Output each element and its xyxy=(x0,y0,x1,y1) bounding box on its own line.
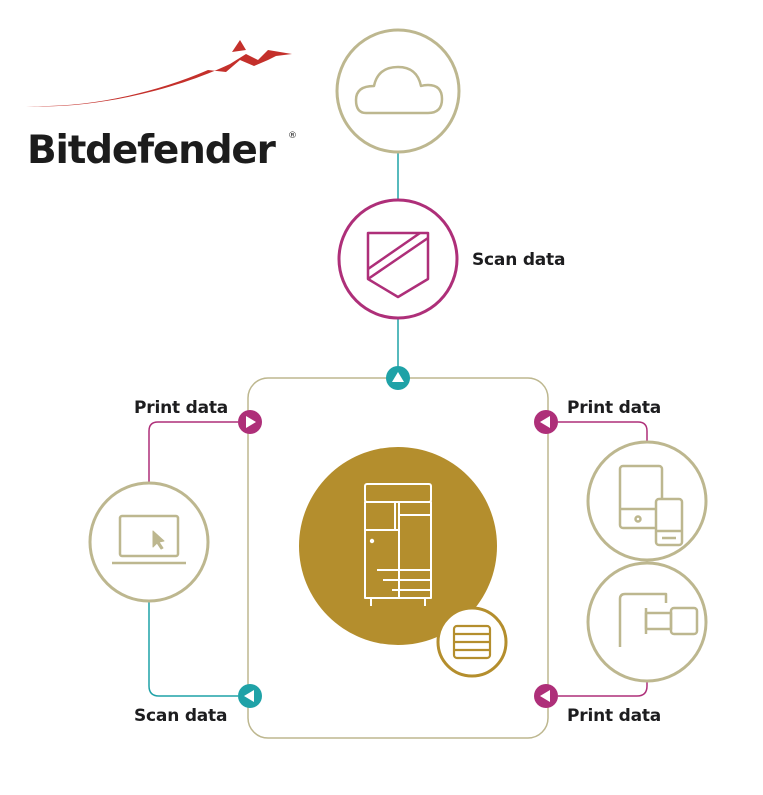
mobile-print-label: Print data xyxy=(567,398,662,418)
mobile-print-arrow-icon xyxy=(534,410,558,434)
mobile-print-line xyxy=(558,421,648,442)
laptop-print-label: Print data xyxy=(134,398,229,418)
shield-icon xyxy=(366,231,430,299)
cloud-node xyxy=(335,28,461,154)
printer-icon xyxy=(364,483,432,606)
laptop-scan-arrow-icon xyxy=(238,684,262,708)
brand-name: Bitdefender xyxy=(27,128,276,173)
storage-icon xyxy=(452,624,492,660)
cloud-icon xyxy=(354,65,444,115)
security-node xyxy=(337,198,459,320)
laptop-scan-line xyxy=(148,601,238,697)
laptop-scan-label: Scan data xyxy=(134,706,228,726)
cloud-up-arrow-icon xyxy=(386,366,410,390)
usb-node xyxy=(586,561,708,683)
usb-print-arrow-icon xyxy=(534,684,558,708)
tablet-phone-icon xyxy=(618,464,684,547)
laptop-print-arrow-icon xyxy=(238,410,262,434)
security-scan-label: Scan data xyxy=(472,250,566,270)
mobile-node xyxy=(586,440,708,562)
laptop-icon xyxy=(112,514,186,565)
registered-mark: ® xyxy=(288,131,297,141)
usb-drive-icon xyxy=(618,592,699,647)
laptop-print-line xyxy=(148,421,238,483)
bitdefender-swoosh-logo xyxy=(26,40,292,107)
storage-node xyxy=(436,606,508,678)
usb-print-line xyxy=(558,682,648,697)
usb-print-label: Print data xyxy=(567,706,662,726)
laptop-node xyxy=(88,481,210,603)
printer-node xyxy=(299,447,497,645)
